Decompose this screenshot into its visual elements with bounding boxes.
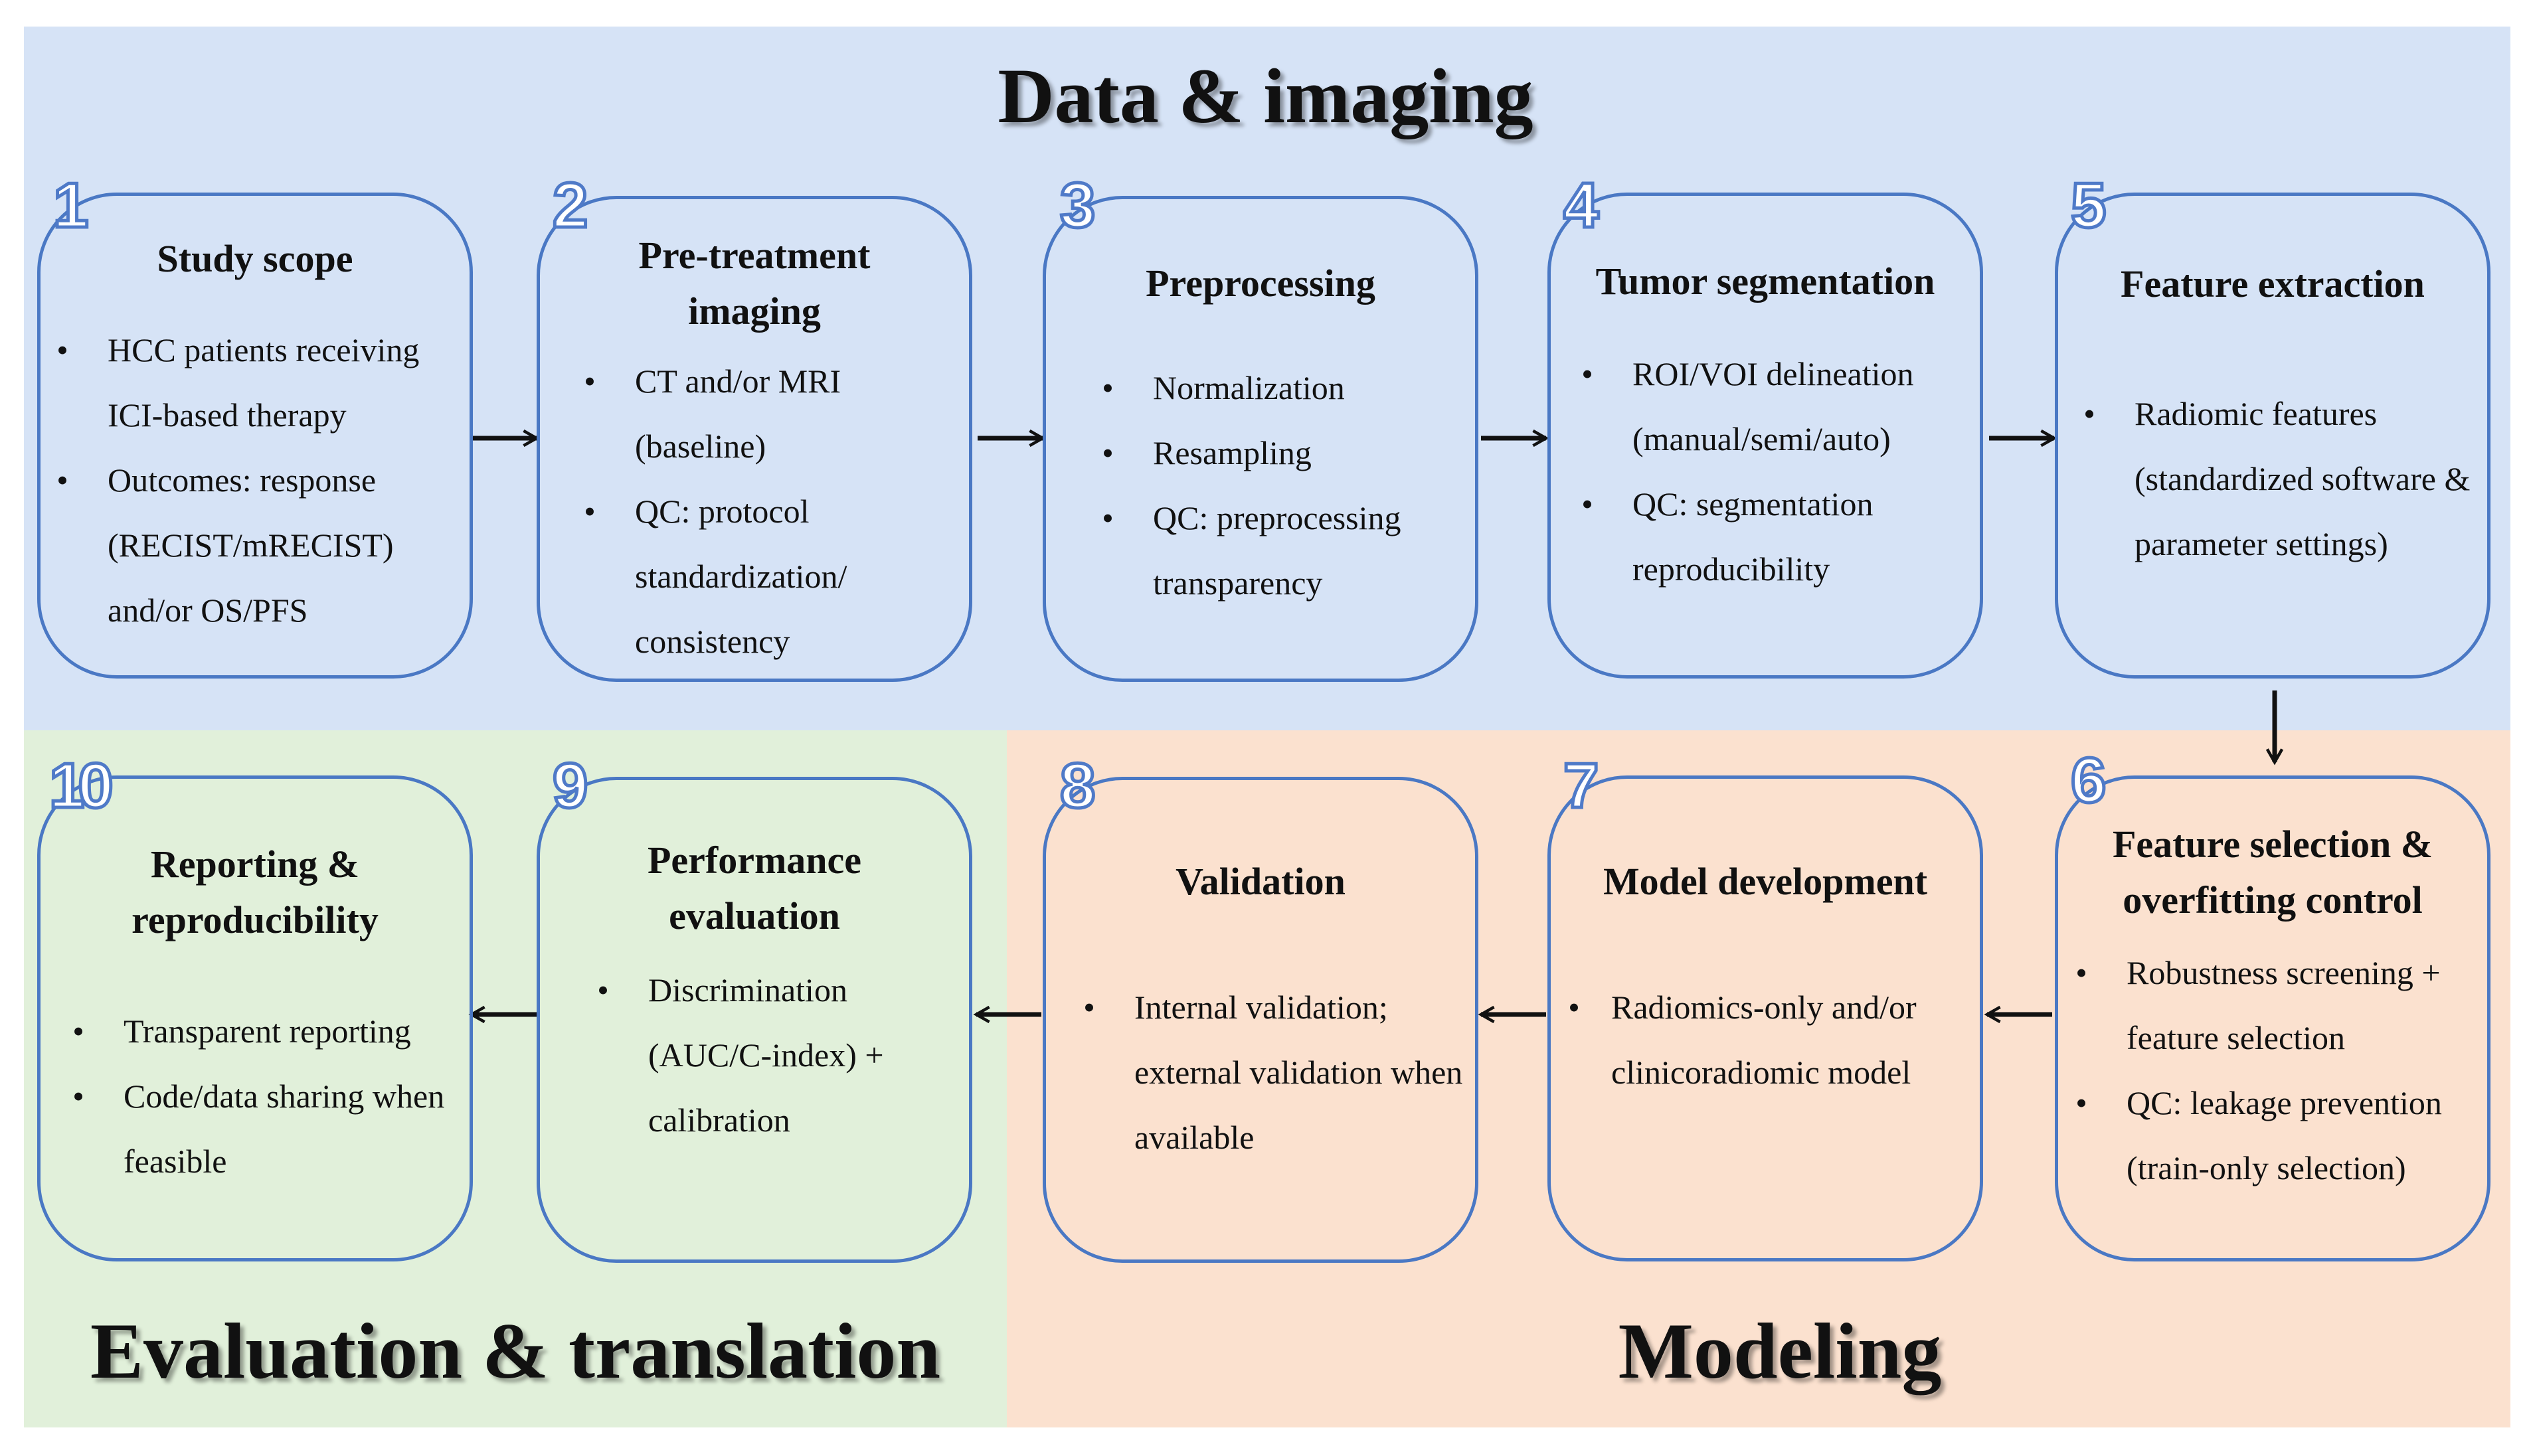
step-title-8: Validation	[1176, 860, 1346, 903]
bullet-dot: •	[584, 493, 596, 530]
bullet-dot: •	[2083, 395, 2095, 432]
bullet-item: • Code/data sharing when feasible	[65, 1064, 464, 1194]
bullet-dot: •	[1083, 989, 1095, 1026]
step-4-content: Tumor segmentation • ROI/VOI delineation …	[1547, 193, 1983, 679]
bullet-text: QC: segmentation reproducibility	[1632, 485, 1874, 588]
step-1-bullets: • HCC patients receiving ICI-based therap…	[49, 317, 468, 643]
step-title-7: Model development	[1603, 860, 1928, 903]
step-title-9: Performance evaluation	[647, 839, 862, 937]
bullet-item: • ROI/VOI delineation (manual/semi/auto)	[1574, 341, 1972, 471]
bullet-item: • Radiomic features (standardized softwar…	[2076, 381, 2481, 576]
step-2-content: Pre-treatment imaging • CT and/or MRI (ba…	[537, 196, 972, 682]
bullet-text: Outcomes: response (RECIST/mRECIST) and/…	[108, 461, 394, 629]
step-10-content: Reporting & reproducibility • Transparent…	[37, 775, 473, 1261]
bullet-item: • Transparent reporting	[65, 999, 464, 1064]
step-6-content: Feature selection & overfitting control …	[2055, 775, 2490, 1261]
bullet-text: QC: protocol standardization/ consistenc…	[635, 493, 847, 660]
bullet-text: CT and/or MRI (baseline)	[635, 363, 841, 465]
step-10-bullets: • Transparent reporting • Code/data sharin…	[65, 999, 464, 1194]
region-evaluation	[24, 730, 1007, 1427]
bullet-text: Radiomics-only and/or clinicoradiomic mo…	[1611, 989, 1917, 1091]
step-box-4	[1547, 193, 1983, 679]
bullet-dot: •	[1102, 369, 1114, 406]
bullet-text: QC: leakage prevention (train-only selec…	[2127, 1084, 2442, 1186]
step-box-9	[537, 777, 972, 1263]
step-3-content: Preprocessing • Normalization • Resampling…	[1043, 196, 1478, 682]
step-6-bullets: • Robustness screening + feature selectio…	[2068, 940, 2487, 1200]
bullet-item: • QC: segmentation reproducibility	[1574, 471, 1972, 602]
bullet-item: • QC: preprocessing transparency	[1094, 485, 1466, 615]
step-8-content: Validation • Internal validation; externa…	[1043, 777, 1478, 1263]
bullet-dot: •	[72, 1078, 84, 1115]
bullet-dot: •	[56, 461, 68, 499]
step-3-bullets: • Normalization • Resampling • QC: preproce…	[1094, 355, 1466, 615]
bullet-text: Resampling	[1153, 434, 1312, 471]
bullet-dot: •	[2075, 1084, 2087, 1121]
bullet-dot: •	[1581, 355, 1593, 392]
step-7-bullets: • Radiomics-only and/or clinicoradiomic m…	[1561, 975, 1966, 1105]
bullet-item: • Discrimination (AUC/C-index) + calibrat…	[590, 957, 948, 1153]
step-title-5: Feature extraction	[2121, 262, 2425, 305]
bullet-item: • Resampling	[1094, 420, 1466, 485]
bullet-dot: •	[1102, 434, 1114, 471]
bullet-item: • Radiomics-only and/or clinicoradiomic m…	[1561, 975, 1966, 1105]
bullet-item: • Robustness screening + feature selectio…	[2068, 940, 2487, 1070]
step-box-7	[1547, 775, 1983, 1261]
bullet-text: Transparent reporting	[124, 1012, 411, 1050]
step-1-content: Study scope • HCC patients receiving ICI-…	[37, 193, 473, 679]
bullet-dot: •	[1581, 485, 1593, 523]
step-box-10	[37, 775, 473, 1261]
bullet-dot: •	[597, 971, 609, 1009]
step-7-content: Model development • Radiomics-only and/or…	[1547, 775, 1983, 1261]
bullet-item: • QC: protocol standardization/ consisten…	[576, 479, 948, 674]
bullet-dot: •	[72, 1012, 84, 1050]
step-5-bullets: • Radiomic features (standardized softwar…	[2076, 381, 2481, 576]
step-title-4: Tumor segmentation	[1595, 260, 1935, 303]
step-box-8	[1043, 777, 1478, 1263]
bullet-text: Radiomic features (standardized software…	[2135, 395, 2471, 562]
bullet-item: • Outcomes: response (RECIST/mRECIST) and…	[49, 447, 468, 643]
region-title-modeling: Modeling	[1618, 1307, 1942, 1395]
step-number-10: 10	[48, 750, 116, 821]
step-box-1	[37, 193, 473, 679]
bullet-dot: •	[1102, 499, 1114, 536]
step-box-5	[2055, 193, 2490, 679]
region-modeling	[1007, 730, 2510, 1427]
bullet-text: HCC patients receiving ICI-based therapy	[108, 331, 420, 434]
region-title-evaluation: Evaluation & translation	[90, 1307, 941, 1395]
bullet-text: Normalization	[1153, 369, 1345, 406]
step-box-2	[537, 196, 972, 682]
bullet-text: ROI/VOI delineation (manual/semi/auto)	[1632, 355, 1914, 457]
bullet-text: QC: preprocessing transparency	[1153, 499, 1401, 602]
bullet-text: Internal validation; external validation…	[1134, 989, 1463, 1156]
step-box-3	[1043, 196, 1478, 682]
bullet-text: Robustness screening + feature selection	[2127, 954, 2441, 1056]
step-4-bullets: •ROI/VOI delineation (manual/semi/auto) …	[1574, 341, 1972, 602]
bullet-dot: •	[2075, 954, 2087, 991]
bullet-dot: •	[584, 363, 596, 400]
step-title-10: Reporting & reproducibility	[131, 843, 379, 941]
bullet-text: Discrimination (AUC/C-index) + calibrati…	[648, 971, 884, 1139]
bullet-item: • Internal validation; external validatio…	[1076, 975, 1468, 1170]
step-5-content: Feature extraction • Radiomic features (s…	[2055, 193, 2490, 679]
step-2-bullets: • CT and/or MRI (baseline) • QC: protocol …	[576, 349, 948, 674]
step-title-1: Study scope	[157, 237, 353, 280]
bullet-item: • QC: leakage prevention (train-only sele…	[2068, 1070, 2487, 1200]
bullet-text: Code/data sharing when feasible	[124, 1078, 445, 1180]
step-title-3: Preprocessing	[1146, 262, 1375, 305]
bullet-item: • Normalization	[1094, 355, 1466, 420]
bullet-dot: •	[1568, 989, 1580, 1026]
region-title-data-imaging: Data & imaging	[998, 52, 1533, 139]
step-8-bullets: • Internal validation; external validatio…	[1076, 975, 1468, 1170]
step-9-content: Performance evaluation • Discrimination (…	[537, 777, 972, 1263]
step-title-6: Feature selection & overfitting control	[2112, 823, 2433, 922]
step-9-bullets: • Discrimination (AUC/C-index) + calibrat…	[590, 957, 948, 1153]
step-box-6	[2055, 775, 2490, 1261]
step-title-2: Pre-treatment imaging	[638, 234, 871, 333]
bullet-dot: •	[56, 331, 68, 368]
bullet-item: • CT and/or MRI (baseline)	[576, 349, 948, 479]
bullet-item: • HCC patients receiving ICI-based therap…	[49, 317, 468, 447]
